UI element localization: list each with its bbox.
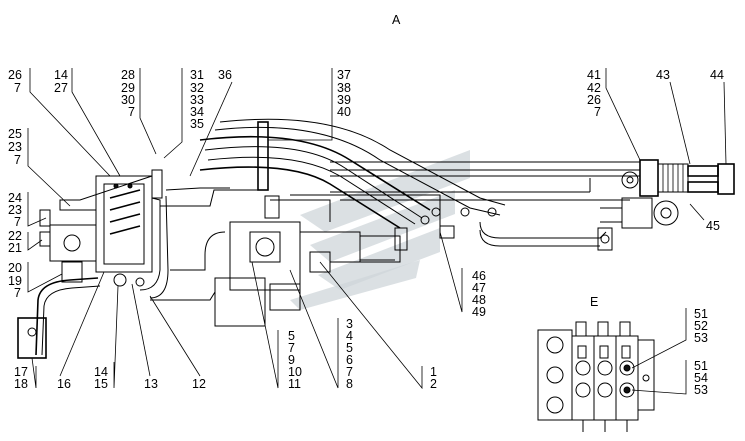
leader-lines: [27, 68, 727, 395]
callout-14: 14: [54, 68, 68, 82]
callout-22: 22: [8, 229, 22, 243]
callout-23: 23: [8, 140, 22, 154]
callout-7: 7: [288, 341, 295, 355]
callout-7: 7: [128, 105, 135, 119]
callout-27: 27: [54, 81, 68, 95]
callout-7: 7: [14, 153, 21, 167]
callout-51: 51: [694, 359, 708, 373]
callout-15: 15: [94, 377, 108, 391]
callout-7: 7: [594, 105, 601, 119]
callout-18: 18: [14, 377, 28, 391]
callout-21: 21: [8, 241, 22, 255]
callout-5: 5: [288, 329, 295, 343]
callout-49: 49: [472, 305, 486, 319]
callout-24: 24: [8, 191, 22, 205]
callout-33: 33: [190, 93, 204, 107]
callout-30: 30: [121, 93, 135, 107]
callout-53: 53: [694, 331, 708, 345]
callout-46: 46: [472, 269, 486, 283]
callout-41: 41: [587, 68, 601, 82]
callout-4: 4: [346, 329, 353, 343]
view-label-e: E: [590, 295, 598, 309]
callout-20: 20: [8, 261, 22, 275]
callout-1: 1: [430, 365, 437, 379]
callout-38: 38: [337, 81, 351, 95]
callout-23: 23: [8, 203, 22, 217]
callout-43: 43: [656, 68, 670, 82]
callout-36: 36: [218, 68, 232, 82]
callout-25: 25: [8, 127, 22, 141]
callout-29: 29: [121, 81, 135, 95]
callout-13: 13: [144, 377, 158, 391]
callout-32: 32: [190, 81, 204, 95]
callout-26: 26: [587, 93, 601, 107]
callout-12: 12: [192, 377, 206, 391]
callout-7: 7: [14, 286, 21, 300]
callout-14: 14: [94, 365, 108, 379]
callout-19: 19: [8, 274, 22, 288]
callout-54: 54: [694, 371, 708, 385]
callout-37: 37: [337, 68, 351, 82]
callout-26: 26: [8, 68, 22, 82]
callout-47: 47: [472, 281, 486, 295]
callout-40: 40: [337, 105, 351, 119]
callout-28: 28: [121, 68, 135, 82]
detail-view-e-drawing: [537, 321, 655, 432]
callout-10: 10: [288, 365, 302, 379]
callout-7: 7: [14, 81, 21, 95]
callout-8: 8: [346, 377, 353, 391]
callout-44: 44: [710, 68, 724, 82]
callout-31: 31: [190, 68, 204, 82]
callout-45: 45: [706, 219, 720, 233]
callout-16: 16: [57, 377, 71, 391]
callout-52: 52: [694, 319, 708, 333]
callout-3: 3: [346, 317, 353, 331]
callout-9: 9: [288, 353, 295, 367]
callout-6: 6: [346, 353, 353, 367]
callout-42: 42: [587, 81, 601, 95]
callout-5: 5: [346, 341, 353, 355]
callout-17: 17: [14, 365, 28, 379]
callout-34: 34: [190, 105, 204, 119]
watermark-logo: [290, 150, 470, 310]
callout-7: 7: [346, 365, 353, 379]
callout-11: 11: [288, 377, 301, 391]
callout-51: 51: [694, 307, 708, 321]
callout-53: 53: [694, 383, 708, 397]
callout-39: 39: [337, 93, 351, 107]
callout-48: 48: [472, 293, 486, 307]
callout-2: 2: [430, 377, 437, 391]
callout-7: 7: [14, 215, 21, 229]
view-label-a: A: [392, 13, 401, 27]
callout-35: 35: [190, 117, 204, 131]
